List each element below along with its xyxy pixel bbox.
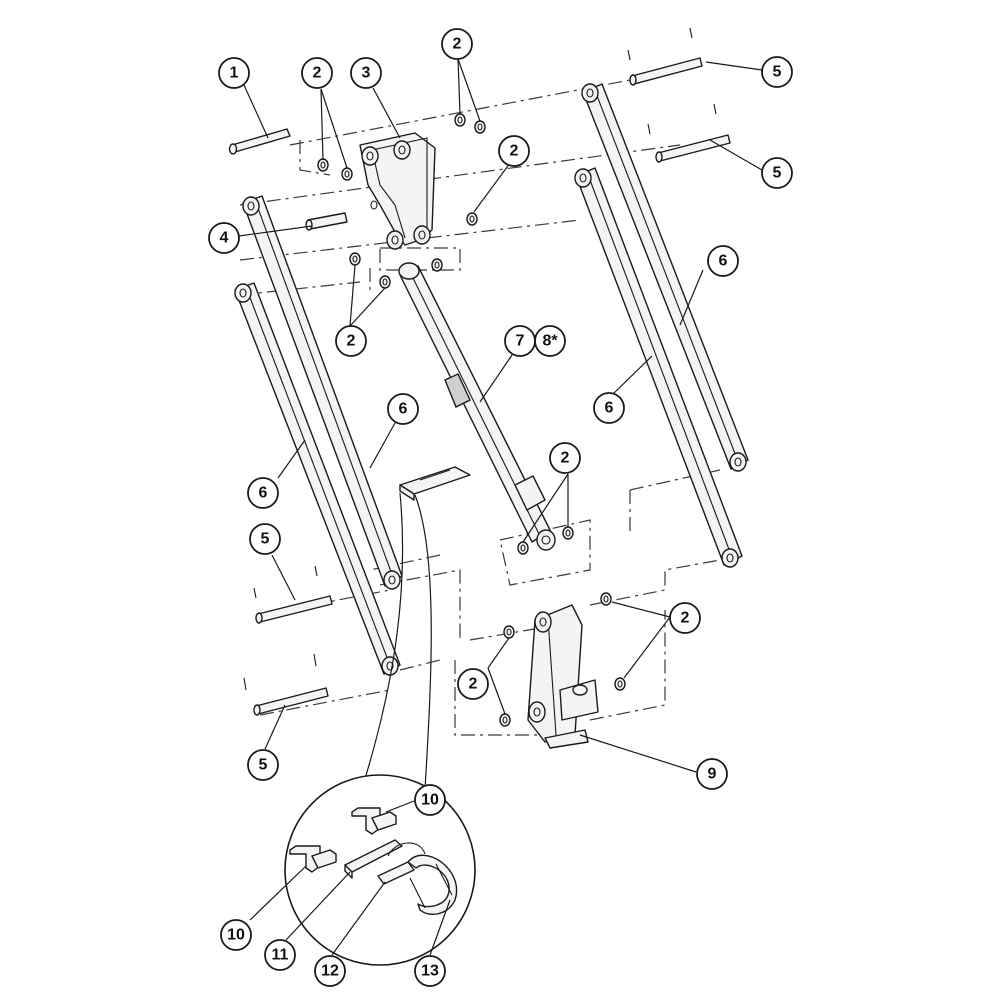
svg-text:12: 12 — [321, 963, 339, 980]
svg-text:8*: 8* — [542, 333, 558, 350]
svg-text:3: 3 — [362, 65, 371, 82]
callout-leaders — [238, 58, 763, 956]
svg-text:7: 7 — [516, 333, 525, 350]
pin-item-4 — [305, 212, 348, 231]
detail-view — [284, 492, 476, 966]
callout-2: 2 — [498, 135, 530, 167]
pin-item-5-bottom — [243, 653, 329, 716]
mount-plate — [399, 466, 471, 501]
callout-13: 13 — [414, 955, 446, 987]
callout-8: 8* — [534, 325, 566, 357]
callout-2: 2 — [301, 57, 333, 89]
svg-text:13: 13 — [421, 963, 439, 980]
pin-item-5-top — [627, 27, 703, 86]
pin-item-5-lower-left — [253, 565, 333, 624]
bushings-item-2 — [317, 113, 626, 727]
right-arm-back — [581, 83, 749, 472]
pin-item-1 — [228, 128, 291, 155]
pin-item-5-upper-right — [647, 103, 731, 163]
left-arm-front — [234, 282, 401, 676]
svg-text:4: 4 — [220, 230, 229, 247]
callout-2: 2 — [457, 668, 489, 700]
callout-2: 2 — [441, 28, 473, 60]
svg-text:2: 2 — [510, 143, 519, 160]
svg-text:6: 6 — [605, 400, 614, 417]
callout-6: 6 — [387, 393, 419, 425]
svg-text:10: 10 — [227, 927, 245, 944]
svg-text:6: 6 — [719, 253, 728, 270]
callout-1: 1 — [218, 57, 250, 89]
svg-text:2: 2 — [347, 333, 356, 350]
callout-2: 2 — [335, 325, 367, 357]
callout-10: 10 — [414, 784, 446, 816]
bottom-mount-item-9 — [527, 604, 599, 749]
svg-text:11: 11 — [272, 947, 289, 964]
callout-6: 6 — [707, 245, 739, 277]
svg-text:2: 2 — [469, 676, 478, 693]
svg-text:2: 2 — [313, 65, 322, 82]
svg-text:9: 9 — [708, 766, 717, 783]
svg-text:2: 2 — [681, 610, 690, 627]
callout-10: 10 — [220, 919, 252, 951]
svg-text:5: 5 — [773, 165, 782, 182]
callout-6: 6 — [593, 392, 625, 424]
callout-2: 2 — [549, 442, 581, 474]
callout-9: 9 — [696, 758, 728, 790]
svg-text:2: 2 — [453, 36, 462, 53]
callout-11: 11 — [264, 939, 296, 971]
callout-5: 5 — [249, 523, 281, 555]
hydraulic-cylinder-item-7 — [398, 262, 556, 551]
callout-5: 5 — [761, 157, 793, 189]
svg-text:6: 6 — [259, 485, 268, 502]
svg-text:5: 5 — [259, 757, 268, 774]
callout-12: 12 — [314, 955, 346, 987]
svg-text:1: 1 — [230, 65, 239, 82]
callout-3: 3 — [350, 57, 382, 89]
callout-balloons: 1 2 3 2 5 2 5 4 6 2 7 8* 6 6 2 6 5 2 2 5… — [208, 28, 793, 987]
svg-text:5: 5 — [773, 64, 782, 81]
svg-text:6: 6 — [399, 401, 408, 418]
svg-text:2: 2 — [561, 450, 570, 467]
callout-4: 4 — [208, 222, 240, 254]
right-arm-front — [574, 167, 743, 568]
svg-text:10: 10 — [421, 792, 439, 809]
callout-7: 7 — [504, 325, 536, 357]
callout-5: 5 — [247, 749, 279, 781]
callout-2: 2 — [669, 602, 701, 634]
top-bracket-item-3 — [359, 132, 436, 250]
svg-text:5: 5 — [261, 531, 270, 548]
callout-5: 5 — [761, 56, 793, 88]
callout-6: 6 — [247, 477, 279, 509]
